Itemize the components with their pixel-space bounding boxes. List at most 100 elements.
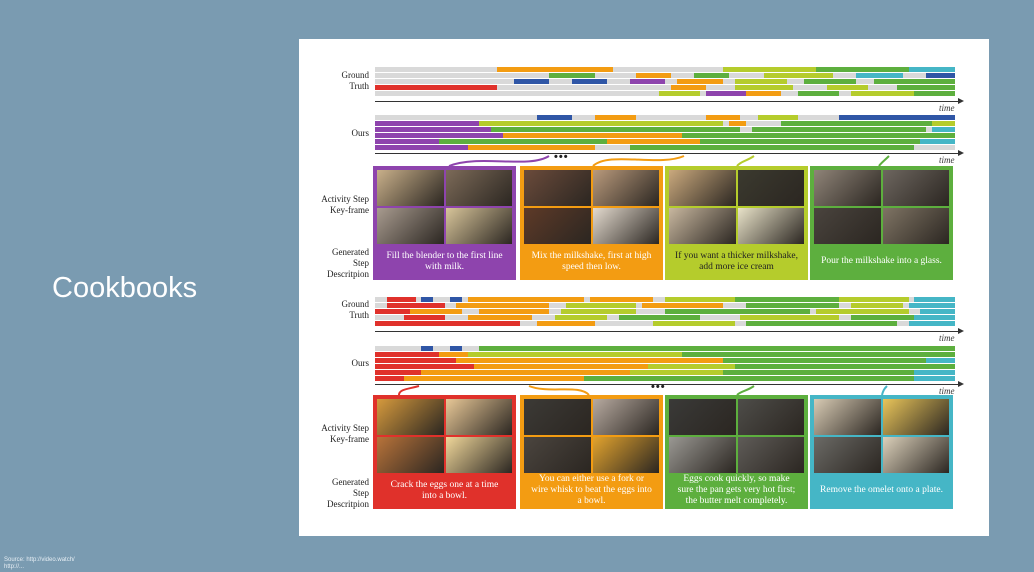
connector-orange: [528, 385, 590, 396]
timeline-segment: [920, 139, 955, 144]
timeline-segment: [873, 79, 955, 84]
timeline-segment: [897, 85, 955, 90]
generated-label-bottom: Generated Step Descritpion: [303, 477, 369, 510]
step-panel: Eggs cook quickly, so make sure the pan …: [665, 395, 808, 509]
key-frame-image: [592, 437, 659, 473]
key-frame-image: [882, 399, 949, 435]
timeline-segment: [566, 303, 636, 308]
timeline-segment: [479, 309, 549, 314]
key-frame-image: [814, 399, 881, 435]
timeline-segment: [665, 309, 810, 314]
timeline-segment: [421, 297, 433, 302]
timeline-segment: [908, 321, 955, 326]
time-axis: [375, 381, 964, 387]
key-frame-image: [882, 437, 949, 473]
keyframe-label-line1: Activity Step: [321, 194, 369, 204]
timeline-segment: [914, 315, 955, 320]
ours-label-bottom: Ours: [351, 358, 370, 368]
time-axis: [375, 98, 964, 104]
key-frame-image: [592, 399, 659, 435]
time-axis: [375, 150, 964, 156]
timeline-segment: [746, 321, 897, 326]
timeline-segment: [815, 309, 909, 314]
step-panel: Remove the omelet onto a plate.: [810, 395, 953, 509]
connector-orange: [592, 155, 685, 167]
timeline-segment: [798, 91, 839, 96]
timeline-segment: [815, 67, 909, 72]
timeline-segment: [537, 321, 596, 326]
connector-green: [736, 385, 755, 396]
timeline-segment: [694, 73, 729, 78]
timeline-segment: [728, 121, 747, 126]
timeline-segment: [746, 91, 781, 96]
timeline-segment: [491, 127, 741, 132]
key-frame-image: [669, 399, 736, 435]
timeline-segment: [375, 309, 410, 314]
timeline-segment: [404, 315, 445, 320]
key-frame-image: [524, 437, 591, 473]
timeline-segment: [740, 315, 839, 320]
keyframe-label-line2: Key-frame: [330, 434, 369, 444]
timeline-segment: [723, 358, 926, 363]
timeline-segment: [926, 73, 955, 78]
timeline-segment: [630, 145, 915, 150]
key-frame-image: [814, 437, 881, 473]
timeline-segment: [723, 67, 816, 72]
generated-label-line1: Generated: [332, 477, 369, 487]
timeline-segment: [630, 79, 665, 84]
timeline-segment: [375, 127, 491, 132]
timeline-segment: [641, 303, 723, 308]
step-panel: Mix the milkshake, first at high speed t…: [520, 166, 663, 280]
ground-truth-timeline-bottom: [375, 297, 955, 329]
timeline-segment: [386, 303, 445, 308]
generated-label-line1: Generated: [332, 247, 369, 257]
timeline-segment: [496, 67, 613, 72]
connector-red: [398, 385, 420, 396]
ours-timeline-bottom: [375, 346, 955, 382]
slide-title: Cookbooks: [52, 272, 198, 304]
key-frame-image: [814, 208, 881, 244]
key-frame-grid: [814, 399, 949, 473]
connector-lime: [736, 155, 755, 167]
timeline-segment: [931, 121, 955, 126]
timeline-segment: [636, 73, 671, 78]
key-frame-grid: [377, 399, 512, 473]
key-frame-image: [377, 208, 444, 244]
timeline-segment: [375, 352, 439, 357]
key-frame-image: [377, 170, 444, 206]
timeline-segment: [514, 79, 549, 84]
timeline-segment: [375, 321, 520, 326]
timeline-segment: [450, 297, 462, 302]
timeline-segment: [781, 121, 932, 126]
timeline-segment: [589, 297, 654, 302]
timeline-segment: [676, 79, 723, 84]
timeline-segment: [404, 376, 584, 381]
timeline-segment: [839, 115, 955, 120]
figure: Ground Truth Ours Activity Step Key-fram…: [299, 39, 989, 536]
source-note: Source: http://video.watch/ http://...: [4, 557, 75, 571]
key-frame-grid: [524, 399, 659, 473]
step-description: You can either use a fork or wire whisk …: [531, 474, 652, 506]
step-panel: Crack the eggs one at a time into a bowl…: [373, 395, 516, 509]
keyframe-label-line1: Activity Step: [321, 423, 369, 433]
timeline-segment: [682, 133, 955, 138]
generated-label-line3: Descritpion: [327, 269, 369, 279]
timeline-segment: [850, 303, 903, 308]
timeline-segment: [804, 79, 857, 84]
key-frame-image: [524, 399, 591, 435]
key-frame-image: [737, 170, 804, 206]
key-frame-image: [524, 170, 591, 206]
keyframe-label-line2: Key-frame: [330, 205, 369, 215]
key-frame-image: [377, 437, 444, 473]
key-frame-image: [524, 208, 591, 244]
timeline-segment: [375, 364, 474, 369]
timeline-segment: [375, 145, 468, 150]
key-frame-image: [737, 437, 804, 473]
source-line-1: Source: http://video.watch/: [4, 557, 75, 563]
key-frame-image: [445, 437, 512, 473]
timeline-segment: [502, 133, 683, 138]
timeline-segment: [914, 376, 955, 381]
timeline-segment: [850, 315, 915, 320]
timeline-segment: [734, 297, 839, 302]
timeline-segment: [467, 352, 683, 357]
